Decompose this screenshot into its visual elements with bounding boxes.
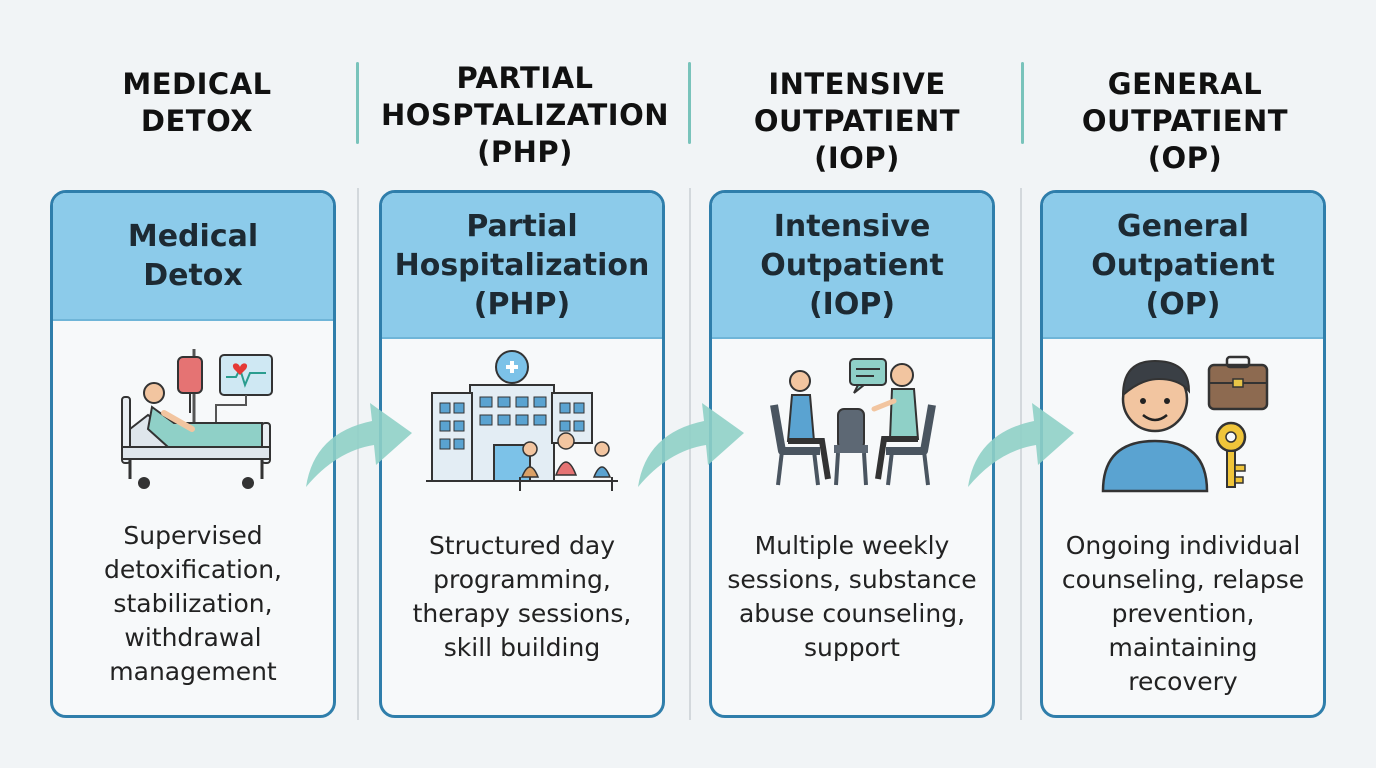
card-title: Intensive Outpatient (IOP) — [712, 193, 992, 339]
flow-arrow-icon — [968, 403, 1074, 487]
stage-card-detox: Medical Detox Supervised det — [50, 190, 336, 718]
hospital-group-icon — [382, 345, 662, 505]
card-description: Ongoing individual counseling, relapse p… — [1061, 531, 1305, 696]
card-description: Supervised detoxification, stabilization… — [104, 521, 282, 686]
flow-arrow-icon — [638, 403, 744, 487]
stage-card-php: Partial Hospitalization (PHP) — [379, 190, 665, 718]
column-header-op: GENERAL OUTPATIENT (OP) — [1081, 67, 1289, 175]
card-divider — [1020, 188, 1022, 720]
card-title: General Outpatient (OP) — [1043, 193, 1323, 339]
card-title: Partial Hospitalization (PHP) — [382, 193, 662, 339]
counseling-session-icon — [712, 345, 992, 505]
header-divider — [688, 62, 691, 144]
hospital-bed-icon — [53, 343, 333, 503]
card-divider — [689, 188, 691, 720]
card-description: Structured day programming, therapy sess… — [412, 531, 632, 662]
stage-card-op: General Outpatient (OP) Ongoing individu… — [1040, 190, 1326, 718]
header-divider — [356, 62, 359, 144]
stage-card-iop: Intensive Outpatient (IOP) — [709, 190, 995, 718]
header-divider — [1021, 62, 1024, 144]
card-divider — [357, 188, 359, 720]
card-title: Medical Detox — [53, 193, 333, 321]
column-header-iop: INTENSIVE OUTPATIENT (IOP) — [753, 67, 961, 175]
column-header-detox: MEDICAL DETOX — [122, 67, 272, 138]
card-description: Multiple weekly sessions, substance abus… — [727, 531, 977, 662]
flow-arrow-icon — [306, 403, 412, 487]
column-header-php: PARTIAL HOSPTALIZATION (PHP) — [380, 61, 670, 169]
person-briefcase-key-icon — [1043, 347, 1323, 507]
